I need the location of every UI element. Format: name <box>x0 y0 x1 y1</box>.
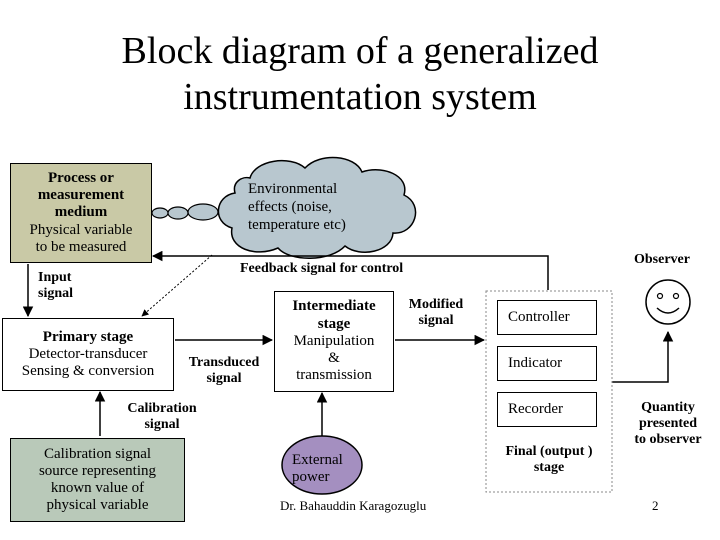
quantity-line3: to observer <box>634 432 702 447</box>
process-line5: to be measured <box>35 238 127 255</box>
feedback-signal-arrow <box>151 250 549 290</box>
intermediate-line2: stage <box>317 315 351 332</box>
external-power-line2: power <box>292 469 330 485</box>
observer-label: Observer <box>620 252 704 268</box>
environment-line2: effects (noise, <box>248 199 332 215</box>
intermediate-line4: & <box>328 350 340 367</box>
process-box: Process or measurement medium Physical v… <box>10 163 152 263</box>
cloud-bubble-1 <box>151 207 169 219</box>
calibration-signal-line2: signal <box>144 417 180 432</box>
calibration-source-box: Calibration signal source representing k… <box>10 438 185 522</box>
page-number: 2 <box>652 498 659 513</box>
primary-line2: Detector-transducer <box>28 345 148 362</box>
quantity-presented-label: Quantity presented to observer <box>620 400 716 448</box>
modified-line2: signal <box>418 313 454 328</box>
indicator-label: Indicator <box>508 354 563 371</box>
intermediate-stage-box: Intermediate stage Manipulation & transm… <box>274 291 394 392</box>
calibration-line3: known value of <box>50 480 145 496</box>
footer-author: Dr. Bahauddin Karagozuglu <box>280 498 427 513</box>
calibration-line2: source representing <box>38 462 157 479</box>
primary-line1: Primary stage <box>42 328 134 345</box>
recorder-box: Recorder <box>497 392 597 427</box>
controller-box: Controller <box>497 300 597 335</box>
indicator-box: Indicator <box>497 346 597 381</box>
environment-line3: temperature etc) <box>248 217 346 233</box>
observer-text: Observer <box>634 252 690 267</box>
final-stage-label: Final (output ) stage <box>490 444 608 476</box>
cloud-bubble-2 <box>167 206 189 220</box>
quantity-line1: Quantity <box>641 400 695 415</box>
calibration-line1: Calibration signal <box>43 445 152 462</box>
external-power-ellipse <box>281 435 363 495</box>
quantity-presented-arrow <box>612 330 674 383</box>
primary-stage-box: Primary stage Detector-transducer Sensin… <box>2 318 174 391</box>
feedback-signal-label: Feedback signal for control <box>240 261 460 277</box>
environment-line1: Environmental <box>248 181 338 197</box>
process-line4: Physical variable <box>29 221 133 238</box>
feedback-text: Feedback signal for control <box>240 261 404 276</box>
final-label-line1: Final (output ) <box>505 444 593 459</box>
primary-line3: Sensing & conversion <box>21 363 155 380</box>
input-signal-label: Input signal <box>38 270 98 302</box>
quantity-line2: presented <box>638 416 698 431</box>
controller-label: Controller <box>508 308 570 325</box>
slide-title-line2: instrumentation system <box>183 76 537 118</box>
process-line2: measurement <box>37 187 125 204</box>
slide-title: Block diagram of a generalized instrumen… <box>0 28 720 120</box>
calibration-line4: physical variable <box>46 497 149 514</box>
transduced-line2: signal <box>206 371 242 386</box>
slide-title-line1: Block diagram of a generalized <box>121 30 599 72</box>
intermediate-line1: Intermediate <box>292 298 376 315</box>
process-line1: Process or <box>48 169 114 186</box>
intermediate-line5: transmission <box>296 367 372 384</box>
environment-text: Environmental effects (noise, temperatur… <box>248 180 398 234</box>
intermediate-line3: Manipulation <box>293 332 375 349</box>
transduced-signal-label: Transduced signal <box>178 355 270 387</box>
cloud-bubble-3 <box>187 203 219 221</box>
recorder-label: Recorder <box>508 400 563 417</box>
external-power-line1: External <box>292 452 343 468</box>
modified-line1: Modified <box>408 297 464 312</box>
input-line2: signal <box>38 286 74 301</box>
observer-face-icon <box>645 279 691 325</box>
input-line1: Input <box>38 270 72 285</box>
transduced-line1: Transduced <box>188 355 260 370</box>
final-label-line2: stage <box>533 460 565 475</box>
environment-to-primary-arrow <box>141 254 213 317</box>
calibration-signal-label: Calibration signal <box>114 401 210 433</box>
modified-signal-label: Modified signal <box>398 297 474 329</box>
environment-cloud <box>217 156 417 259</box>
process-line3: medium <box>54 204 108 221</box>
external-power-text: External power <box>286 452 364 486</box>
calibration-signal-line1: Calibration <box>127 401 197 416</box>
